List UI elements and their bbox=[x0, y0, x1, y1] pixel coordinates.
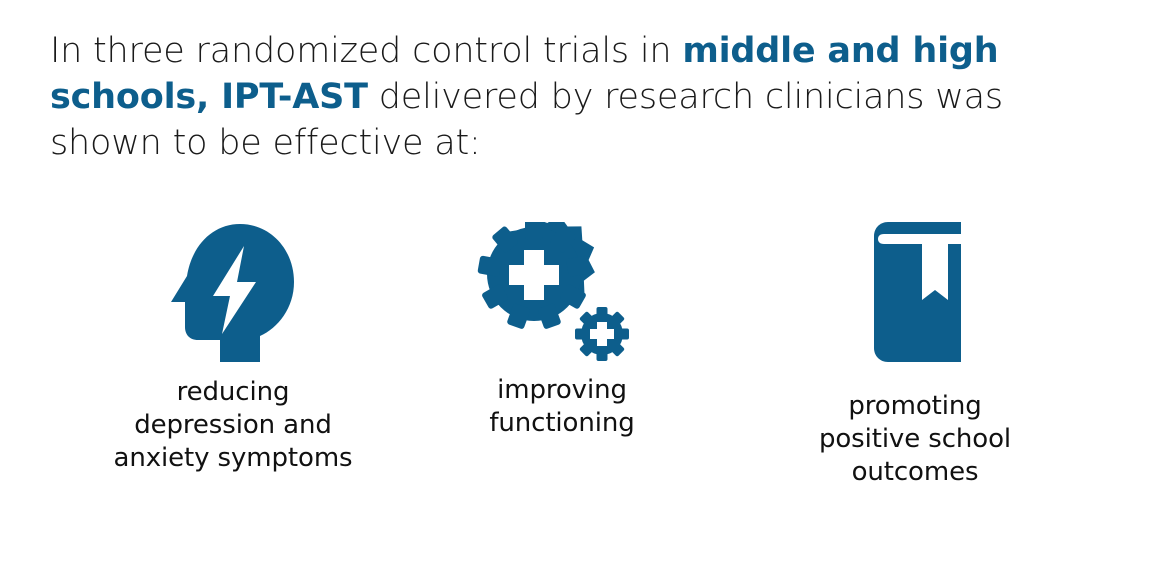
book-with-bookmark-icon bbox=[860, 222, 970, 370]
headline-segment-tail: delivered by research clinicians was sho… bbox=[50, 77, 1003, 163]
outcome-card-reducing-symptoms: reducing depression and anxiety symptoms bbox=[42, 222, 424, 475]
outcome-card-improving-functioning: improving functioning bbox=[412, 222, 712, 440]
outcome-caption: promoting positive school outcomes bbox=[818, 391, 1012, 487]
head-with-lightning-bolt-icon bbox=[168, 222, 298, 370]
outcomes-row: reducing depression and anxiety symptoms bbox=[0, 222, 1152, 489]
headline-statement: In three randomized control trials in mi… bbox=[50, 28, 1060, 166]
gears-with-cross-icon bbox=[477, 222, 647, 370]
outcome-caption: reducing depression and anxiety symptoms bbox=[113, 377, 353, 473]
headline-segment-accent: middle and high schools, IPT-AST bbox=[50, 31, 999, 117]
outcome-card-positive-school-outcomes: promoting positive school outcomes bbox=[740, 222, 1090, 489]
outcome-caption: improving functioning bbox=[489, 375, 635, 438]
headline-segment-lead: In three randomized control trials in bbox=[50, 31, 683, 71]
